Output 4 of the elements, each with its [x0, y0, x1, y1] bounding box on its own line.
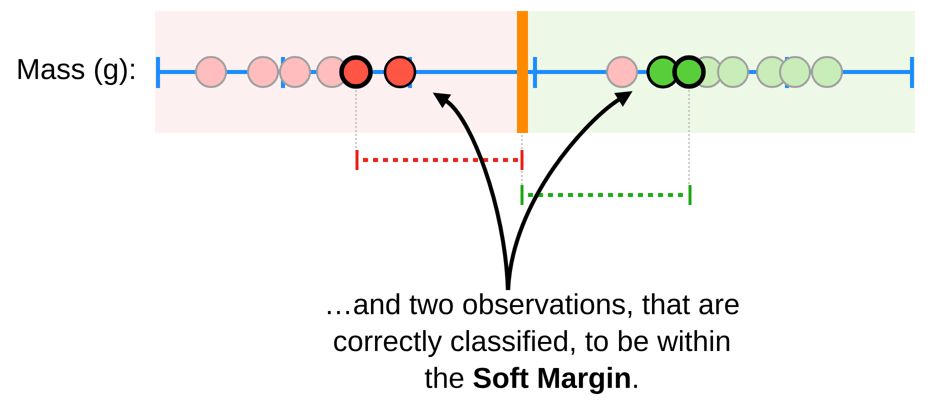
data-point — [339, 55, 373, 89]
annotation-text: …and two observations, that are correctly classified, to be within the Soft Margin. — [328, 293, 739, 394]
data-point — [672, 55, 706, 89]
axis-label: Mass (g): — [18, 58, 134, 85]
